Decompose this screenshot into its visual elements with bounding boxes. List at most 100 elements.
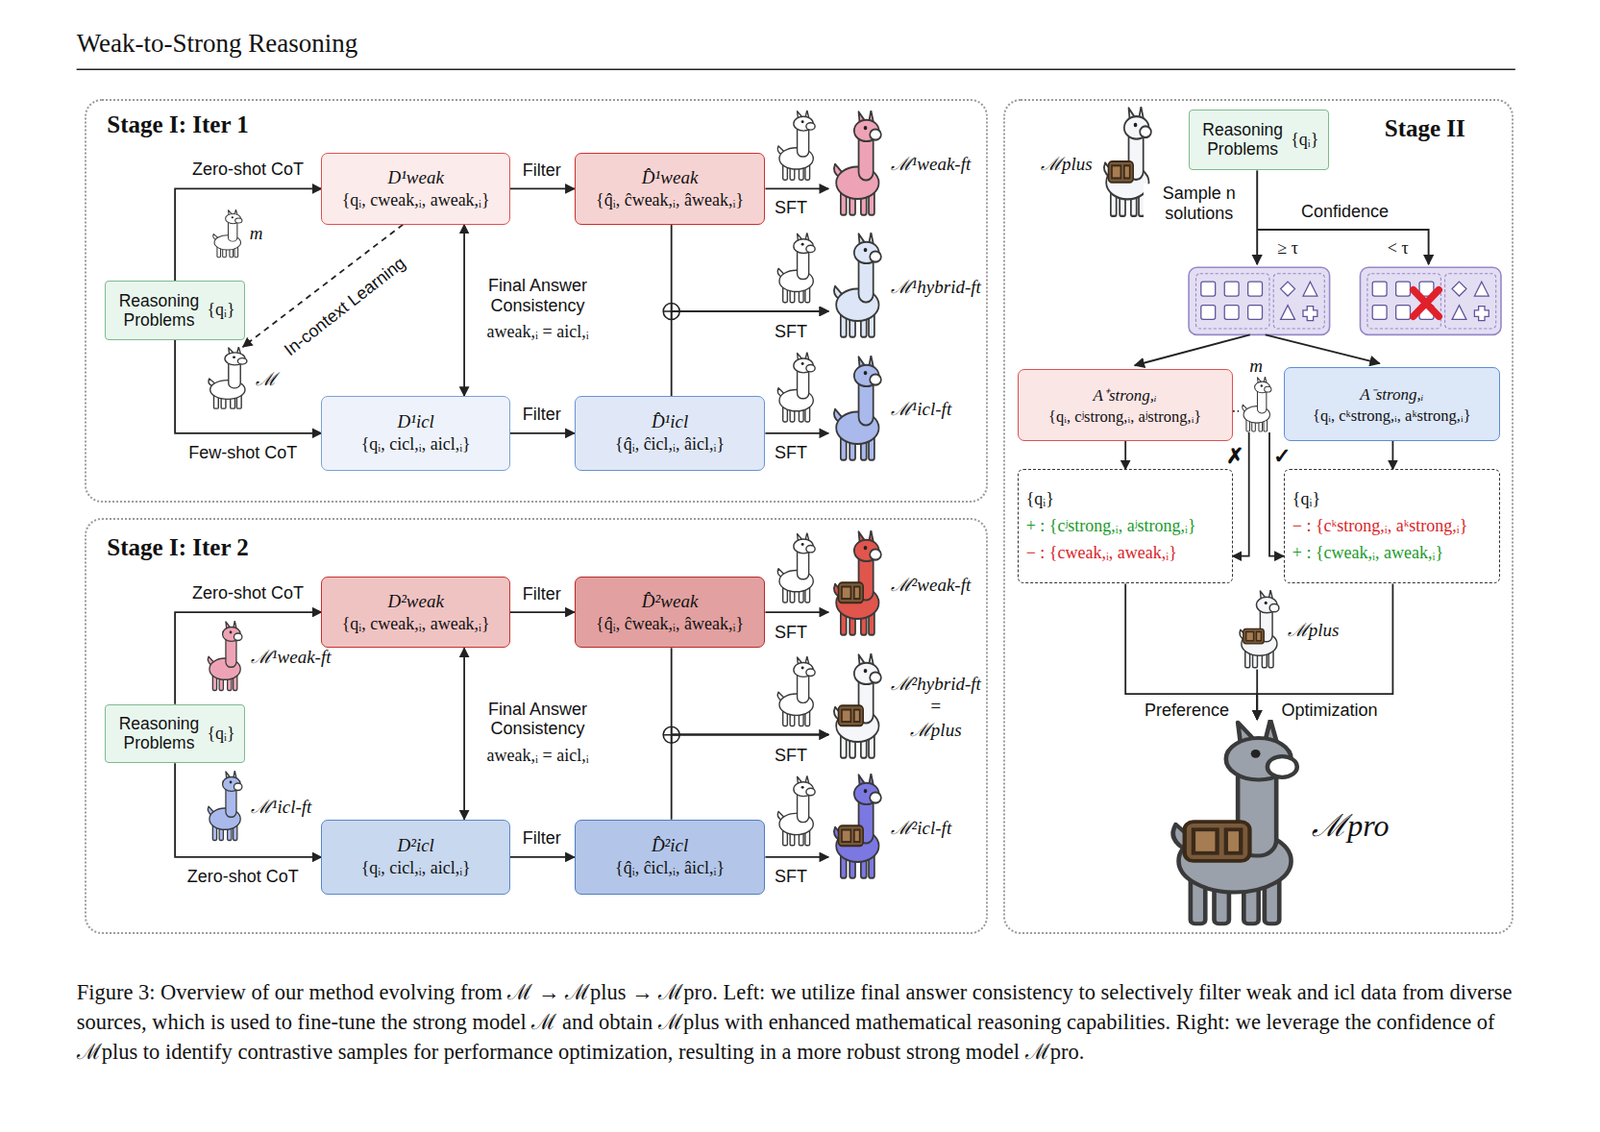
edge-label: Filter xyxy=(519,584,565,605)
model-label: ℳplus xyxy=(910,716,962,742)
connector xyxy=(671,224,830,312)
label-group: ℳ¹weak-ft xyxy=(890,150,972,176)
set-name: D̂¹icl xyxy=(651,411,689,433)
pair-text: + : {cweak,ᵢ, aweak,ᵢ} xyxy=(1292,542,1444,564)
dataset-box: D¹icl{qᵢ, cicl,ᵢ, aicl,ᵢ} xyxy=(320,395,510,471)
edge-label: Filter xyxy=(519,404,565,425)
set-content: {qᵢ, cicl,ᵢ, aicl,ᵢ} xyxy=(361,434,471,455)
llama-icon xyxy=(828,110,885,218)
set-content: {qᵢ, cᵏstrong,ᵢ, aᵏstrong,ᵢ} xyxy=(1312,406,1472,426)
box-label: Reasoning Problems xyxy=(1198,120,1287,159)
dataset-box: D̂¹weak{q̂ᵢ, ĉweak,ᵢ, âweak,ᵢ} xyxy=(574,152,766,224)
label-group: ℳpro xyxy=(1311,803,1389,845)
solution-grids xyxy=(1188,267,1502,335)
sample-set-box: A⁺strong,ᵢ{qᵢ, cʲstrong,ᵢ, aʲstrong,ᵢ} xyxy=(1017,369,1233,441)
edge-label: Zero-shot CoT xyxy=(189,159,307,180)
connector xyxy=(510,856,575,859)
edge-label: Few-shot CoT xyxy=(185,443,300,464)
edge-label: Zero-shot CoT xyxy=(184,866,302,887)
llama-icon xyxy=(1234,590,1282,670)
dataset-box: D¹weak{qᵢ, cweak,ᵢ, aweak,ᵢ} xyxy=(320,152,510,224)
set-content: {qᵢ} xyxy=(206,299,235,320)
label-group: ℳ²hybrid-ft=ℳplus xyxy=(890,670,982,742)
model-label: ℳ²weak-ft xyxy=(890,571,972,597)
connector xyxy=(1392,441,1395,470)
model-label: ℳ xyxy=(255,366,277,392)
model-icon: ℳ¹weak-ft xyxy=(828,110,971,218)
input-box: Reasoning Problems{qᵢ} xyxy=(1188,109,1329,172)
edge-label: SFT xyxy=(771,622,811,643)
pair-text: − : {cᵏstrong,ᵢ, aᵏstrong,ᵢ} xyxy=(1292,516,1469,537)
connector xyxy=(463,224,466,396)
edge-label: Optimization xyxy=(1279,700,1381,721)
edge-label: Final Answer Consistency xyxy=(467,275,609,316)
model-icon: ℳ¹icl-ft xyxy=(203,770,312,842)
connector xyxy=(463,647,466,819)
connector xyxy=(671,311,830,396)
edge-label: Filter xyxy=(519,827,565,848)
model-label: ℳ²icl-ft xyxy=(890,814,953,840)
box-label: Reasoning Problems xyxy=(114,713,203,753)
connector xyxy=(764,432,829,435)
panel-title: Stage I: Iter 2 xyxy=(106,534,248,562)
note-label: < τ xyxy=(1384,238,1412,259)
connector xyxy=(1124,441,1127,470)
dataset-box: D²icl{qᵢ, cicl,ᵢ, aicl,ᵢ} xyxy=(320,819,510,896)
model-icon: ℳ xyxy=(203,346,277,411)
set-name: D¹icl xyxy=(396,411,434,433)
connector xyxy=(510,187,575,190)
llama-icon xyxy=(1238,376,1274,433)
note-label: Confidence xyxy=(1298,200,1392,222)
set-content: {qᵢ, cicl,ᵢ, aicl,ᵢ} xyxy=(361,858,471,879)
model-label: ℳ²hybrid-ft xyxy=(890,670,982,696)
llama-icon xyxy=(828,653,885,761)
note-label: Sample n solutions xyxy=(1143,184,1256,224)
preference-pair-box: {qᵢ}+ : {cʲstrong,ᵢ, aʲstrong,ᵢ}− : {cwe… xyxy=(1017,468,1233,584)
dataset-box: D̂²weak{q̂ᵢ, ĉweak,ᵢ, âweak,ᵢ} xyxy=(574,576,766,648)
model-icon: m xyxy=(209,209,264,259)
llama-icon xyxy=(203,620,245,692)
set-name: D²weak xyxy=(387,590,444,613)
edge-label: SFT xyxy=(771,866,811,887)
edge-label: Preference xyxy=(1141,700,1232,721)
set-name: D̂¹weak xyxy=(641,167,698,189)
model-label: ℳ¹icl-ft xyxy=(250,793,313,819)
model-icon: ℳ¹icl-ft xyxy=(828,355,952,463)
model-icon: m xyxy=(1238,355,1274,433)
pair-text: {qᵢ} xyxy=(1292,489,1321,510)
panel-title: Stage I: Iter 1 xyxy=(106,111,248,139)
set-name: D¹weak xyxy=(387,167,444,189)
edge-label: SFT xyxy=(771,443,811,464)
llama-icon xyxy=(828,232,885,340)
connector xyxy=(671,647,830,735)
set-content: {q̂ᵢ, ĉweak,ᵢ, âweak,ᵢ} xyxy=(595,190,744,211)
set-content: {qᵢ} xyxy=(1290,129,1319,150)
edge-label: Zero-shot CoT xyxy=(189,583,307,604)
model-label: ℳpro xyxy=(1311,803,1389,845)
llama-icon xyxy=(828,530,885,638)
model-icon: ℳ¹hybrid-ft xyxy=(828,232,982,340)
set-content: {q̂ᵢ, ĉicl,ᵢ, âicl,ᵢ} xyxy=(615,434,725,455)
set-name: D̂²weak xyxy=(641,590,698,613)
llama-icon xyxy=(1157,719,1306,930)
llama-icon xyxy=(203,770,245,842)
model-label: ℳ¹icl-ft xyxy=(890,395,953,421)
edge-label: ✓ xyxy=(1270,443,1294,468)
label-group: ℳ¹icl-ft xyxy=(250,793,313,819)
llama-icon xyxy=(203,346,250,411)
note-label: ≥ τ xyxy=(1274,238,1302,259)
set-name: D²icl xyxy=(396,835,434,857)
llama-icon xyxy=(828,355,885,463)
panel-title: Stage II xyxy=(1384,115,1466,143)
pair-text: + : {cʲstrong,ᵢ, aʲstrong,ᵢ} xyxy=(1026,516,1197,537)
label-group: ℳ¹hybrid-ft xyxy=(890,273,982,299)
llama-icon xyxy=(828,773,885,881)
sampling-flow xyxy=(1134,170,1429,366)
edge-label: Filter xyxy=(519,160,565,181)
connector xyxy=(764,856,829,859)
connector xyxy=(174,188,321,281)
set-name: D̂²icl xyxy=(651,835,689,857)
preference-pair-box: {qᵢ} − : {cᵏstrong,ᵢ, aᵏstrong,ᵢ} + : {cwe… xyxy=(1283,468,1501,584)
connector xyxy=(671,735,830,820)
connector xyxy=(510,611,575,614)
